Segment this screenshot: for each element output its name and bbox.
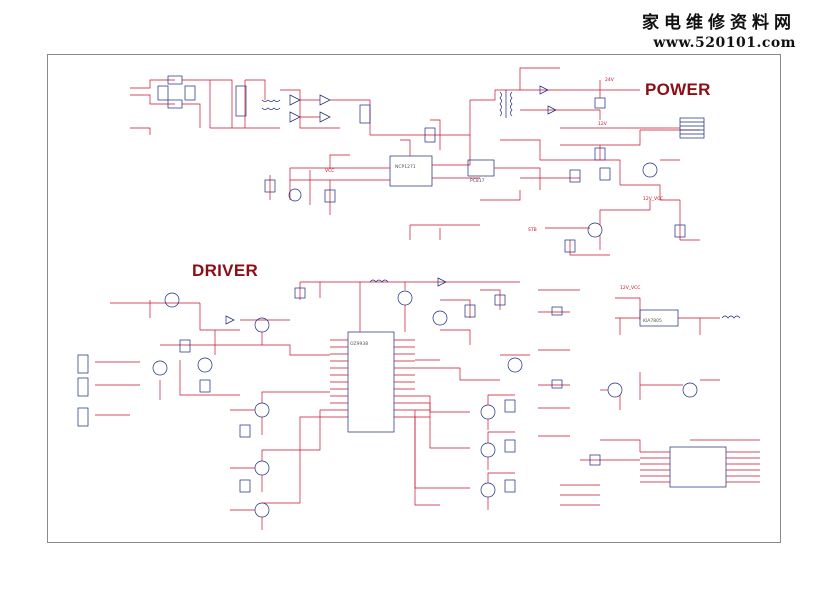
net-label-24v: 24V: [605, 77, 615, 83]
net-label-12v-vcc: 12V_VCC: [643, 196, 663, 202]
ic-label-opto: PC817: [470, 178, 485, 184]
ic-label-regulator: KIA7805: [643, 318, 662, 324]
driver-section: [77, 277, 760, 530]
watermark-url: www.520101.com: [653, 35, 796, 51]
schematic-sheet: [47, 54, 781, 543]
driver-section-title: DRIVER: [192, 261, 259, 280]
net-label-vcc: VCC: [325, 168, 334, 174]
net-label-stb: STB: [528, 227, 537, 233]
ic-label-driver: OZ9938: [350, 341, 368, 347]
watermark: 家电维修资料网 www.520101.com: [642, 8, 796, 51]
power-section: [130, 67, 705, 256]
ic-label-pwm: NCP1271: [395, 164, 416, 170]
watermark-chinese: 家电维修资料网: [642, 13, 796, 33]
net-label-12v: 12V: [598, 121, 608, 127]
power-section-title: POWER: [645, 80, 711, 99]
net-label-12v-vcc-driver: 12V_VCC: [620, 285, 640, 291]
